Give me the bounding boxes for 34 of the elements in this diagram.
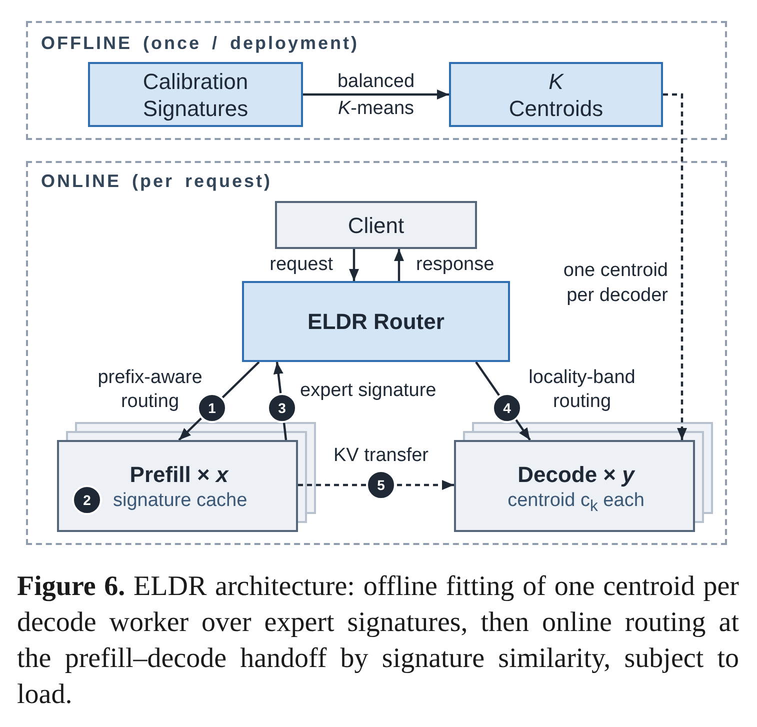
edge-label: balanced K-means — [336, 70, 416, 120]
edge-label: expert signature — [300, 378, 436, 402]
process-box — [57, 440, 298, 532]
group-heading: OFFLINE (once / deployment) — [41, 32, 360, 54]
process-box — [449, 62, 663, 127]
edge-label: response — [416, 252, 494, 276]
edge-label: request — [270, 252, 333, 276]
box-label: Client — [348, 212, 404, 238]
box-sublabel: signature cache — [113, 489, 248, 513]
arrow — [394, 249, 404, 281]
process-box — [454, 440, 695, 532]
box-label: K Centroids — [508, 68, 604, 122]
callout-number: 5 — [366, 470, 396, 500]
box-label: Calibration Signatures — [142, 68, 248, 122]
callout-number: 3 — [267, 393, 297, 423]
figure-caption: Figure 6. ELDR architecture: offline fitting of one centroid per decode worker over expert signatures, then online routing at the prefill–decode handoff by signature similarity, subject to load. — [17, 570, 739, 712]
dashed-arrow — [663, 93, 687, 440]
process-box — [275, 201, 477, 249]
edge-label: KV transfer — [333, 444, 429, 468]
process-box — [242, 281, 510, 362]
box-label: ELDR Router — [308, 308, 444, 335]
box-label: Decode × y — [518, 461, 634, 488]
group-frame — [26, 21, 727, 140]
callout-number: 4 — [492, 393, 522, 423]
edge-label: locality-band routing — [528, 366, 636, 414]
process-box — [88, 62, 303, 127]
group-heading: ONLINE (per request) — [41, 170, 272, 192]
arrow — [303, 90, 449, 100]
box-label: Prefill × x — [130, 461, 228, 488]
edge-label: one centroid per decoder — [562, 258, 668, 308]
callout-number: 1 — [197, 393, 227, 423]
box-sublabel: centroid c$_{k}$ each — [508, 489, 644, 517]
arrow — [349, 249, 359, 281]
group-frame — [26, 161, 727, 545]
